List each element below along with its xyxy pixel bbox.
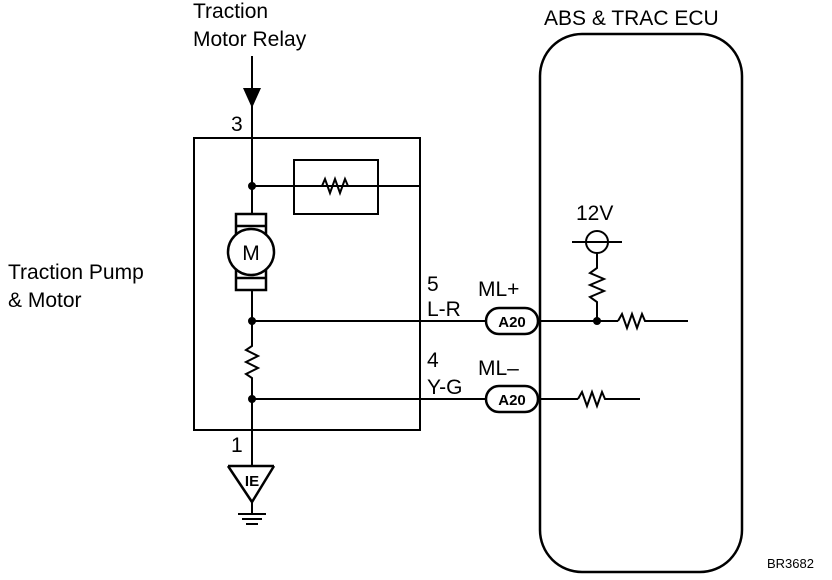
shunt-resistor-icon	[243, 342, 261, 382]
pin-5-label: 5	[427, 273, 439, 296]
pump-label-line2: & Motor	[8, 289, 82, 312]
voltage-source-icon	[572, 230, 622, 258]
ml-plus-label: ML+	[478, 278, 519, 301]
relay-label-line2: Motor Relay	[193, 28, 307, 51]
pin-3-label: 3	[231, 113, 243, 136]
ecu-label: ABS & TRAC ECU	[544, 7, 719, 30]
ecu-box	[538, 32, 744, 574]
down-arrow-icon	[243, 88, 261, 108]
ml-minus-label: ML–	[478, 357, 519, 380]
resistor-module-box	[293, 159, 379, 215]
pullup-resistor-icon	[587, 256, 607, 321]
figure-code: BR3682	[767, 556, 814, 571]
motor-m-label: M	[242, 242, 260, 265]
relay-label-line1: Traction	[193, 0, 268, 23]
ground-point-icon: IE	[226, 464, 276, 525]
connector-a20-ml-minus-label: A20	[498, 392, 526, 409]
wire-color-l-r: L-R	[427, 298, 461, 321]
wire-color-y-g: Y-G	[427, 376, 462, 399]
motor-symbol: M	[226, 212, 276, 292]
pump-label-line1: Traction Pump	[8, 261, 144, 284]
connector-a20-ml-plus-label: A20	[498, 314, 526, 331]
ecu-ml-plus-resistor-icon	[617, 311, 688, 331]
pump-motor-box	[193, 137, 421, 431]
relay-input-wire	[243, 56, 261, 138]
ecu-ml-minus-resistor-icon	[577, 389, 640, 409]
pin-1-label: 1	[231, 434, 243, 457]
ground-code-label: IE	[245, 473, 259, 490]
pin-4-label: 4	[427, 349, 439, 372]
module-resistor-icon	[316, 176, 354, 196]
supply-voltage-label: 12V	[576, 202, 613, 225]
